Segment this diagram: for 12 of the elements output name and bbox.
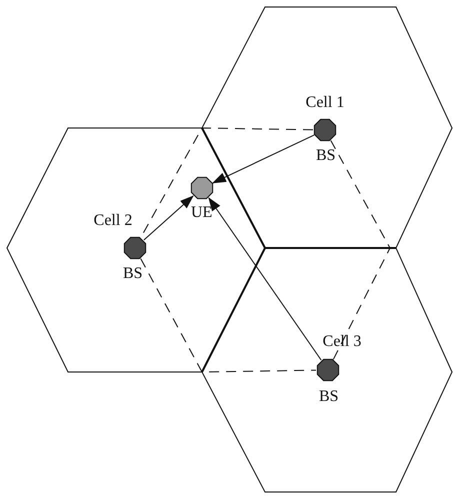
cell-label: Cell 2 [92, 212, 134, 230]
cell-label: Cell 1 [304, 94, 346, 112]
dashed-line [330, 140, 391, 360]
station-label: BS [319, 388, 337, 406]
station-label: BS [123, 265, 141, 283]
arrow [208, 197, 322, 361]
dashed-line [140, 258, 316, 372]
cell-label: Cell 3 [322, 333, 362, 351]
device-label: UE [191, 204, 209, 222]
arrow [212, 134, 315, 184]
arrow [143, 195, 194, 240]
station-label: BS [316, 147, 334, 165]
